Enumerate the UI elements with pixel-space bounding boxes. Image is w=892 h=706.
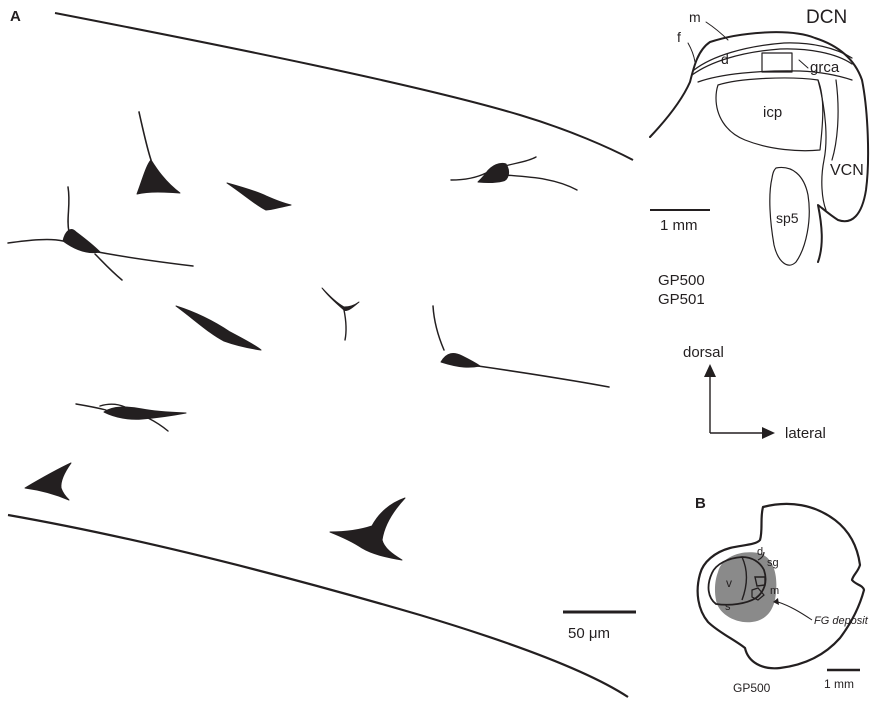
panel-b-case-label: GP500 bbox=[733, 681, 771, 695]
section-outline bbox=[649, 31, 870, 263]
lateral-label: lateral bbox=[785, 425, 826, 442]
panel-b-v-label: v bbox=[726, 576, 732, 590]
neuron-9 bbox=[24, 462, 72, 501]
brainstem-outline bbox=[696, 502, 866, 670]
panel-a-label: A bbox=[10, 8, 21, 25]
panel-b-sg-label: sg bbox=[767, 557, 779, 569]
neuron-6 bbox=[175, 305, 262, 351]
orientation-compass bbox=[704, 364, 775, 439]
deep-layer-label: d bbox=[721, 51, 729, 67]
fg-deposit-label: FG deposit bbox=[814, 615, 869, 627]
sp5-outline bbox=[769, 166, 810, 266]
dorsal-label: dorsal bbox=[683, 344, 724, 361]
fusiform-layer-label: f bbox=[677, 29, 681, 45]
neuron-7 bbox=[432, 305, 610, 388]
grca-label: grca bbox=[810, 59, 840, 76]
case-id-gp501: GP501 bbox=[658, 291, 705, 308]
lower-tissue-border bbox=[7, 513, 629, 698]
icp-outline bbox=[715, 77, 824, 152]
dcn-label: DCN bbox=[806, 7, 847, 28]
sampled-region-box bbox=[761, 52, 793, 73]
neuron-8 bbox=[75, 403, 187, 432]
scale-bar-1mm-top-label: 1 mm bbox=[660, 217, 698, 234]
scale-bar-1mm-b-label: 1 mm bbox=[824, 677, 854, 691]
vcn-label: VCN bbox=[830, 162, 864, 179]
molecular-layer-label: m bbox=[689, 9, 701, 25]
neuron-3 bbox=[450, 156, 578, 191]
panel-b-m-label: m bbox=[770, 585, 779, 597]
panel-b-s-label: s bbox=[725, 601, 731, 613]
scale-bar-50um-label: 50 μm bbox=[568, 625, 610, 642]
neuron-5 bbox=[321, 287, 360, 341]
panel-b-d-label: d bbox=[757, 546, 763, 558]
panel-b-label: B bbox=[695, 495, 706, 512]
neuron-10 bbox=[329, 497, 406, 561]
neuron-2 bbox=[226, 182, 292, 211]
sp5-label: sp5 bbox=[776, 210, 799, 226]
upper-tissue-border bbox=[54, 12, 634, 161]
neuron-4 bbox=[7, 186, 194, 281]
cochlear-nucleus-section bbox=[649, 21, 870, 266]
icp-label: icp bbox=[763, 104, 782, 121]
labeled-neurons bbox=[7, 111, 610, 561]
brainstem-section bbox=[696, 502, 866, 670]
case-id-gp500: GP500 bbox=[658, 272, 705, 289]
neuron-1 bbox=[136, 111, 181, 195]
